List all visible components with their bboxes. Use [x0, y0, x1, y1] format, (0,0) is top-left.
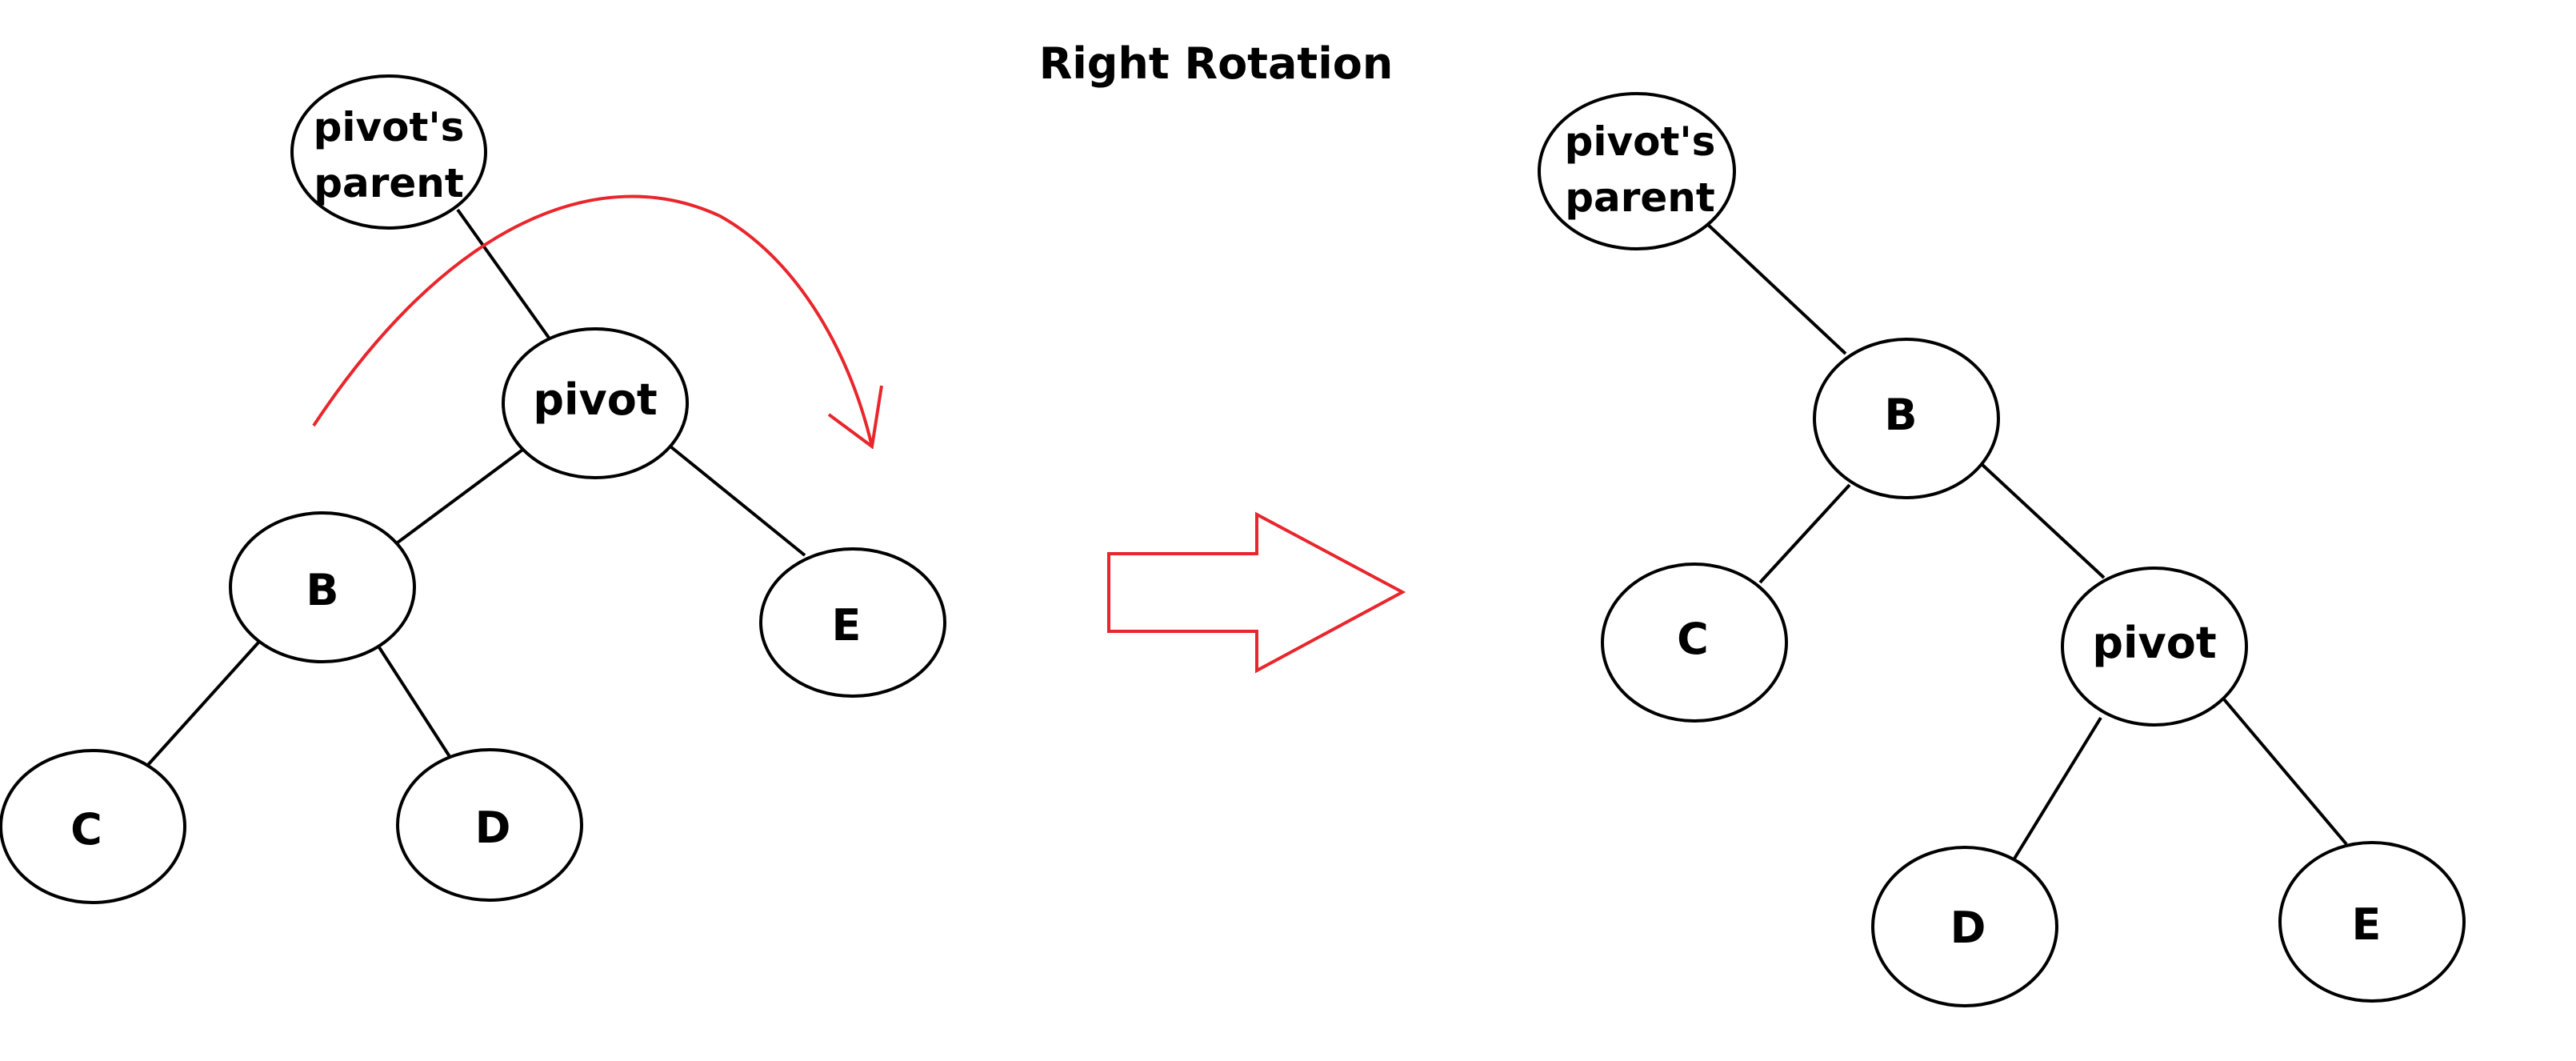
node-label-e: E: [2352, 899, 2382, 950]
edge-parent-pivot: [456, 208, 550, 339]
node-label-b: B: [1884, 390, 1917, 440]
node-e: E: [2278, 841, 2466, 1003]
edge-pivot-e: [669, 445, 806, 557]
node-label-c: C: [70, 804, 102, 855]
node-pivot: pivot: [2061, 567, 2248, 727]
node-label-pivot: pivot: [2092, 618, 2216, 668]
node-label-b: B: [306, 565, 338, 615]
node-b: B: [229, 511, 416, 663]
node-label-pivots-parent-line1: pivot's: [1565, 118, 1716, 165]
node-e: E: [759, 547, 946, 698]
node-label-pivots-parent-line2: parent: [1565, 174, 1715, 221]
edge-parent-b: [1704, 221, 1847, 355]
node-d: D: [1871, 846, 2058, 1007]
node-pivot: pivot: [502, 327, 689, 479]
node-b: B: [1813, 338, 2000, 499]
after-tree: pivot's parent B C pivot D E: [1538, 92, 2466, 1007]
node-label-pivots-parent-line2: parent: [314, 160, 464, 206]
edge-b-d: [376, 643, 452, 759]
node-label-c: C: [1677, 614, 1709, 664]
node-pivots-parent: pivot's parent: [290, 74, 487, 230]
edge-b-pivot: [1980, 462, 2106, 579]
node-label-pivot: pivot: [533, 374, 657, 425]
node-d: D: [396, 748, 583, 902]
edge-pivot-d: [2013, 716, 2102, 860]
node-label-pivots-parent-line1: pivot's: [314, 104, 465, 150]
edge-b-c: [1758, 483, 1851, 584]
edge-b-c: [146, 641, 260, 767]
node-pivots-parent: pivot's parent: [1538, 92, 1736, 250]
before-tree: pivot's parent pivot B E C D: [0, 74, 946, 904]
edge-pivot-b: [396, 446, 526, 544]
node-c: C: [1601, 563, 1788, 723]
curved-rotation-arrow-icon: [312, 194, 883, 450]
diagram-title: Right Rotation: [1039, 38, 1394, 89]
edge-pivot-e: [2222, 698, 2348, 846]
node-label-d: D: [1950, 903, 1986, 953]
node-c: C: [0, 749, 186, 904]
right-block-arrow-icon: [1107, 511, 1406, 674]
node-label-d: D: [475, 803, 511, 853]
node-label-e: E: [832, 600, 862, 651]
